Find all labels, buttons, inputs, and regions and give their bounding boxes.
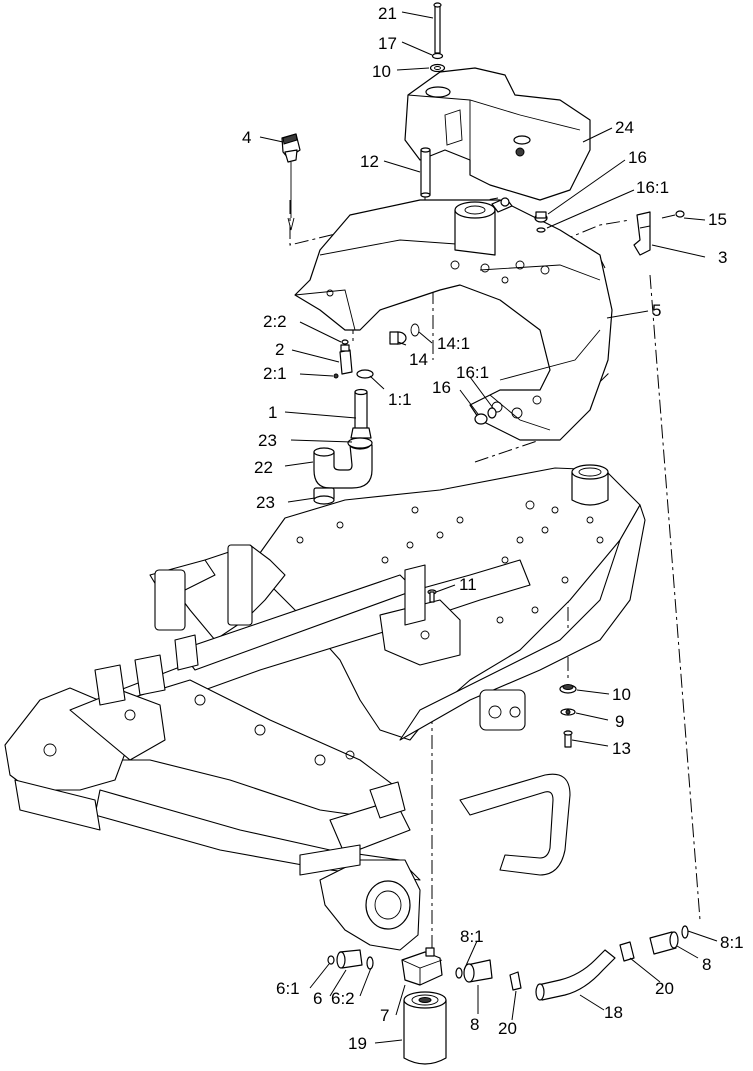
callout-18: 18 [604, 1003, 623, 1022]
filter-head-assembly [327, 947, 443, 986]
fuel-hose [313, 437, 373, 505]
callout-1-1: 1:1 [388, 390, 412, 409]
callout-20-lower: 20 [498, 1019, 517, 1038]
callout-14-1: 14:1 [437, 334, 470, 353]
callout-7: 7 [380, 1006, 389, 1025]
bracket [633, 210, 685, 256]
callout-11: 11 [459, 575, 477, 594]
callout-16-1-top: 16:1 [636, 178, 669, 197]
chassis-frame [4, 464, 646, 951]
callout-6-1: 6:1 [276, 979, 300, 998]
mount-stack [559, 684, 577, 748]
top-console [404, 67, 591, 201]
callout-8-1-left: 8:1 [460, 927, 484, 946]
callout-23-top: 23 [258, 431, 277, 450]
elbow-fitting [350, 369, 374, 439]
tank-plug [389, 323, 420, 345]
callout-3: 3 [718, 248, 727, 267]
callout-16-lower: 16 [432, 378, 451, 397]
callout-10-bottom: 10 [612, 685, 631, 704]
bolt-11 [427, 589, 437, 603]
callout-16-top: 16 [628, 148, 647, 167]
return-line [455, 925, 689, 1001]
callout-20-right: 20 [655, 979, 674, 998]
callout-1: 1 [268, 403, 277, 422]
callout-4: 4 [242, 128, 251, 147]
callout-15: 15 [708, 210, 727, 229]
spacer-tube [420, 147, 431, 198]
callout-6-2: 6:2 [331, 989, 355, 1008]
vent-cap-top [534, 211, 548, 233]
callout-21: 21 [378, 4, 397, 23]
callout-labels: 21 17 10 24 4 12 16 16:1 15 3 5 2:2 2 2:… [242, 4, 744, 1053]
callout-5: 5 [652, 301, 661, 320]
callout-6: 6 [313, 989, 322, 1008]
callout-13: 13 [612, 739, 631, 758]
callout-17: 17 [378, 34, 397, 53]
callout-22: 22 [254, 458, 273, 477]
callout-8-1-right: 8:1 [720, 933, 744, 952]
callout-10-top: 10 [372, 62, 391, 81]
callout-24: 24 [615, 118, 634, 137]
fuel-tank [294, 197, 613, 441]
callout-8-right: 8 [702, 955, 711, 974]
leader-lines [259, 11, 718, 1044]
fuel-filter [403, 991, 447, 1065]
top-bolt-stack [429, 2, 446, 73]
callout-19: 19 [348, 1034, 367, 1053]
fuel-sender [281, 133, 301, 231]
hose-fitting [333, 339, 353, 379]
callout-2: 2 [275, 340, 284, 359]
callout-23-bottom: 23 [256, 493, 275, 512]
callout-9: 9 [615, 712, 624, 731]
callout-14: 14 [409, 350, 428, 369]
callout-2-1: 2:1 [263, 364, 287, 383]
tank-side-fittings [474, 407, 497, 425]
callout-12: 12 [360, 152, 379, 171]
callout-16-1-lower: 16:1 [456, 363, 489, 382]
callout-2-2: 2:2 [263, 312, 287, 331]
callout-8-lower: 8 [470, 1015, 479, 1034]
